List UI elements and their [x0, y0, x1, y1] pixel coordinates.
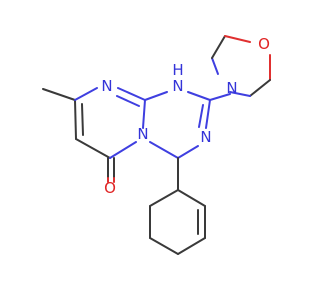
atom-n-pyrimidine-top: N	[101, 77, 112, 95]
atom-n-bridge: N	[137, 125, 148, 143]
bond-n9-c8	[74, 87, 98, 101]
bond-morph-c2-o	[224, 35, 251, 43]
bond-c6-n5	[109, 141, 137, 159]
bond-c4a-n9-inner	[116, 95, 140, 107]
bond-c4a-n9-double	[117, 87, 146, 101]
structure-svg: N H N N O N N O	[42, 35, 271, 255]
bond-n5-c4a	[142, 99, 146, 129]
bond-c4a-nh	[144, 91, 168, 101]
bond-c2-n3-inner	[198, 104, 204, 128]
bond-c2-n3-double	[205, 99, 211, 129]
atom-o-morpholine: O	[258, 35, 270, 53]
bond-cyc-c6-c1	[177, 189, 206, 207]
bond-c8-c7-inner	[81, 103, 84, 136]
bond-c8-c7-double	[74, 99, 77, 140]
bond-morph-n-c1	[211, 57, 219, 75]
bond-nh-c2	[187, 91, 211, 101]
molecule-diagram: N H N N O N N O	[42, 35, 271, 255]
bond-c2-n-morpholine	[209, 93, 231, 101]
bond-c4-n5	[149, 141, 179, 159]
atom-n-morpholine: N	[226, 79, 237, 97]
bond-methyl	[42, 88, 76, 101]
bond-n3-c4	[177, 145, 199, 159]
bond-cyc-c3-c4	[149, 237, 179, 255]
bond-cyc-c1-c2	[149, 189, 179, 207]
bond-c7-c6	[75, 138, 111, 159]
atom-n-amine: N	[172, 77, 183, 95]
atom-n-ring-lower: N	[200, 128, 211, 146]
bond-morph-c3-c4	[249, 79, 271, 97]
atom-o-carbonyl: O	[104, 179, 116, 197]
atom-h-amine: H	[172, 61, 183, 79]
bond-cyc-c4-c5	[177, 237, 206, 255]
bond-morph-c1-c2	[211, 35, 226, 59]
bond-morph-c4-n	[229, 91, 251, 97]
